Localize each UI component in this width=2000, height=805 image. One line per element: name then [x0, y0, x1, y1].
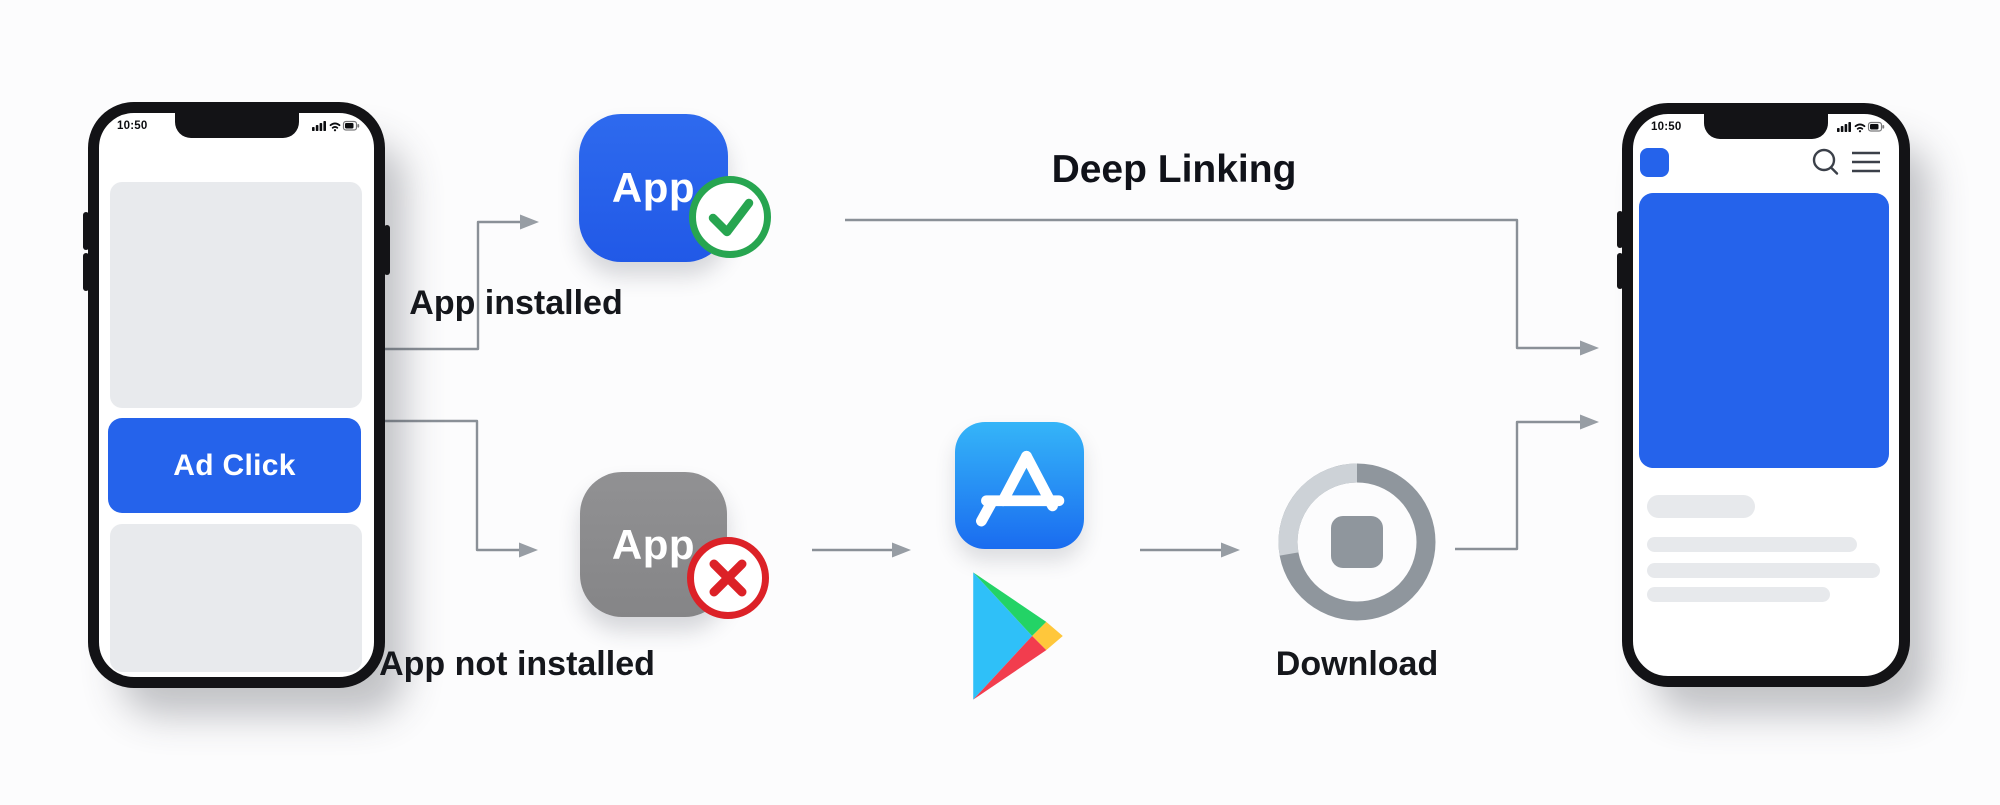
caption-app-not-installed: App not installed	[379, 645, 655, 683]
ad-click-label: Ad Click	[173, 448, 296, 482]
google-play-icon[interactable]	[958, 570, 1078, 702]
arrow-deep-linking	[845, 218, 1580, 350]
phone-notch	[174, 112, 299, 138]
volume-up-button	[83, 212, 89, 250]
left-phone-screen: Ad Click	[99, 113, 374, 677]
right-phone: 10:50	[1617, 103, 1910, 687]
app-icon-label: App	[611, 520, 696, 568]
menu-icon[interactable]	[1852, 151, 1880, 175]
app-icon-not-installed[interactable]: App	[580, 472, 769, 619]
hero-content-panel	[1639, 193, 1889, 468]
caption-download: Download	[1275, 645, 1439, 683]
caption-app-installed: App installed	[409, 284, 623, 322]
app-store-icon[interactable]	[955, 422, 1084, 549]
right-phone-statusbar: 10:50	[1651, 121, 1885, 133]
stop-square	[1331, 516, 1383, 568]
ad-click-button[interactable]: Ad Click	[108, 418, 361, 513]
volume-up-button	[1617, 211, 1623, 248]
skeleton-line	[1647, 537, 1857, 552]
cross-icon	[687, 537, 769, 619]
check-icon	[689, 176, 771, 258]
download-progress-icon[interactable]	[1277, 462, 1437, 622]
app-store-glyph	[976, 450, 1065, 527]
signal-icon	[1837, 122, 1851, 132]
skeleton-line	[1647, 587, 1830, 602]
signal-icon	[312, 121, 326, 131]
left-phone: 10:50	[83, 102, 390, 688]
status-icons	[1837, 121, 1885, 133]
battery-icon	[1867, 121, 1885, 132]
arrow-download-to-phone	[1455, 420, 1580, 551]
right-phone-screen	[1633, 114, 1899, 676]
status-time: 10:50	[117, 120, 148, 132]
content-placeholder-top	[110, 182, 362, 408]
wifi-icon	[1854, 123, 1866, 133]
volume-down-button	[83, 253, 89, 291]
arrow-not-installed-branch	[385, 419, 519, 552]
left-phone-statusbar: 10:50	[117, 120, 360, 132]
content-placeholder-bottom	[110, 524, 362, 672]
deep-linking-title: Deep Linking	[1051, 148, 1297, 191]
app-logo-square	[1640, 148, 1669, 177]
volume-down-button	[1617, 253, 1623, 289]
status-time: 10:50	[1651, 121, 1682, 133]
skeleton-line	[1647, 563, 1880, 578]
search-icon[interactable]	[1810, 147, 1842, 179]
phone-notch	[1704, 113, 1828, 139]
battery-icon	[342, 120, 360, 131]
app-icon-label: App	[611, 164, 696, 211]
wifi-icon	[329, 122, 341, 132]
skeleton-chip	[1647, 495, 1755, 518]
status-icons	[312, 120, 360, 132]
app-icon-installed[interactable]: App	[579, 114, 771, 262]
power-button	[384, 225, 390, 275]
